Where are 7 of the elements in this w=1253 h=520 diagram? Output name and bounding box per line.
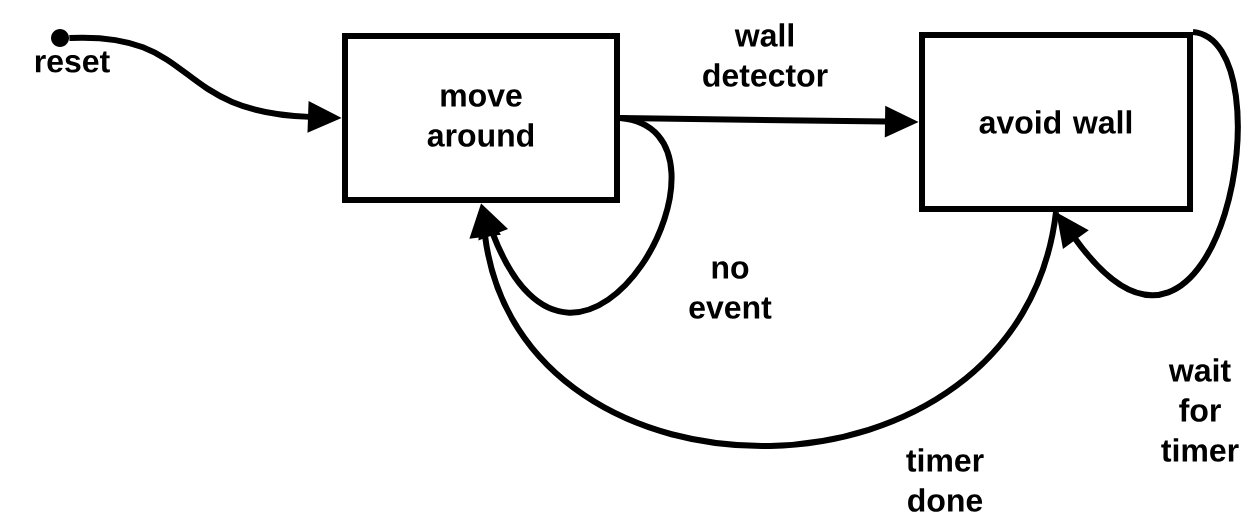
edge-label: no event xyxy=(683,259,777,321)
state-box: move around xyxy=(342,33,620,203)
edge-label: timer done xyxy=(891,446,999,514)
node-label: reset xyxy=(35,51,110,73)
edge-label: wait for timer xyxy=(1152,356,1248,464)
state-box: avoid wall xyxy=(919,32,1193,212)
edge-label: wall detector xyxy=(693,21,837,89)
